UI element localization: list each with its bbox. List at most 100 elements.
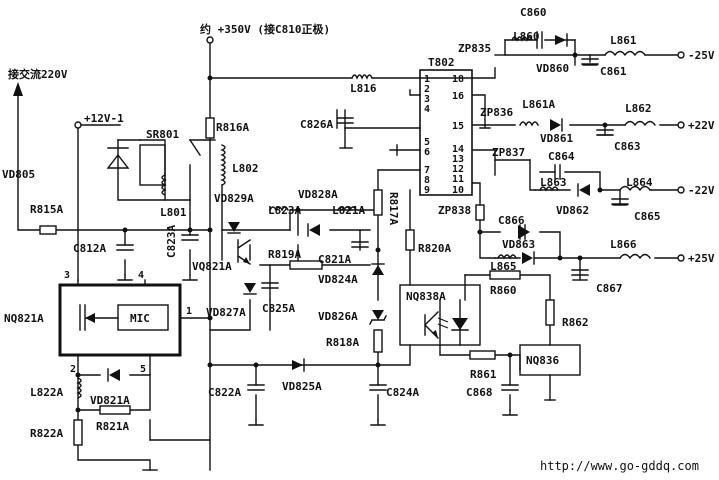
ic-pin-4: 4: [138, 270, 144, 281]
label-vd862: VD862: [556, 204, 589, 217]
ground-symbols: [117, 64, 628, 471]
label-l816: L816: [350, 82, 377, 95]
plus12-label: +12V-1: [84, 112, 124, 125]
ic-pin-1: 1: [186, 306, 192, 317]
ic-name-label: NQ821A: [4, 312, 44, 325]
inductors: [76, 36, 656, 399]
label-r820a: R820A: [418, 242, 451, 255]
t-pin-8: 8: [424, 175, 430, 186]
label-vd829a: VD829A: [214, 192, 254, 205]
label-c861: C861: [600, 65, 627, 78]
label-r815a: R815A: [30, 203, 63, 216]
label-vd863: VD863: [502, 238, 535, 251]
relay-sr801: [106, 144, 166, 186]
resistors: [39, 117, 555, 446]
ic-nq821a: MIC NQ821A 1 2 3 4 5: [4, 270, 192, 375]
ic-pin-3: 3: [64, 270, 70, 281]
label-r860: R860: [490, 284, 517, 297]
optocoupler-nq838a: NQ838A: [399, 284, 481, 346]
footer-url: http://www.go-gddq.com: [540, 459, 699, 473]
label-l863: L863: [540, 176, 567, 189]
output-plus22-label: +22V: [688, 119, 715, 132]
t-pin-10: 10: [452, 185, 464, 196]
label-l864: L864: [626, 176, 653, 189]
label-r822a: R822A: [30, 427, 63, 440]
label-r816a: R816A: [216, 121, 249, 134]
t-pin-6: 6: [424, 147, 430, 158]
t-pin-14: 14: [452, 144, 464, 155]
label-vd805: VD805: [2, 168, 35, 181]
label-l802: L802: [232, 162, 259, 175]
ic-pin-2: 2: [70, 364, 76, 375]
label-r817a: R817A: [387, 192, 400, 225]
label-vd825a: VD825A: [282, 380, 322, 393]
label-l865: L865: [490, 260, 517, 273]
label-vd824a: VD824A: [318, 273, 358, 286]
label-l860: L860: [513, 30, 540, 43]
label-l861a: L861A: [522, 98, 555, 111]
label-vq821a: VQ821A: [192, 260, 232, 273]
label-zp836: ZP836: [480, 106, 513, 119]
label-l801: L801: [160, 206, 187, 219]
label-r861: R861: [470, 368, 497, 381]
t-pin-1: 1: [424, 74, 430, 85]
label-l861: L861: [610, 34, 637, 47]
label-r862: R862: [562, 316, 589, 329]
label-l821a: L821A: [332, 204, 365, 217]
junctions: [75, 52, 608, 413]
transformer-t802: T802 1 2 3 4 5 6 7 8 9 18 16 15 14 13 12…: [419, 56, 473, 196]
output-minus25-label: -25V: [688, 49, 715, 62]
t-pin-12: 12: [452, 164, 464, 175]
transistor-vq821a: [237, 239, 251, 265]
label-zp838: ZP838: [438, 204, 471, 217]
label-r821a: R821A: [96, 420, 129, 433]
t-pin-7: 7: [424, 165, 430, 176]
t-pin-5: 5: [424, 137, 430, 148]
label-c860: C860: [520, 6, 547, 19]
ic-nq836: NQ836: [519, 344, 581, 376]
mains-label: 接交流220V: [8, 67, 68, 81]
label-vd860: VD860: [536, 62, 569, 75]
label-c866: C866: [498, 214, 525, 227]
label-c824a: C824A: [386, 386, 419, 399]
label-c822a: C822A: [208, 386, 241, 399]
label-r819a: R819A: [268, 248, 301, 261]
t-pin-13: 13: [452, 154, 464, 165]
label-zp835: ZP835: [458, 42, 491, 55]
label-l862: L862: [625, 102, 652, 115]
label-vd821a: VD821A: [90, 394, 130, 407]
label-c868: C868: [466, 386, 493, 399]
t-pin-15: 15: [452, 121, 464, 132]
label-c823a: C823A: [165, 225, 178, 258]
label-vd827a: VD827A: [206, 306, 246, 319]
output-terminals: [74, 36, 685, 262]
label-c812a: C812A: [73, 242, 106, 255]
component-labels: SR801 VD805 R815A C812A C823A L801 R816A…: [2, 6, 661, 440]
label-l823a: L823A: [268, 204, 301, 217]
opto-label: NQ838A: [406, 290, 446, 303]
t-pin-9: 9: [424, 185, 430, 196]
t-pin-11: 11: [452, 174, 464, 185]
ic-core-label: MIC: [130, 312, 150, 325]
t-pin-3: 3: [424, 94, 430, 105]
t-pin-2: 2: [424, 84, 430, 95]
label-c863: C863: [614, 140, 641, 153]
t-pin-4: 4: [424, 104, 430, 115]
label-l822a: L822A: [30, 386, 63, 399]
label-c867: C867: [596, 282, 623, 295]
output-labels: -25V +22V -22V +25V: [688, 49, 715, 265]
diodes: [107, 33, 590, 382]
label-c865: C865: [634, 210, 661, 223]
label-c826a: C826A: [300, 118, 333, 131]
t-pin-16: 16: [452, 91, 464, 102]
label-vd861: VD861: [540, 132, 573, 145]
header-labels: 约 +350V (接C810正极) 接交流220V +12V-1: [8, 22, 330, 125]
output-minus22-label: -22V: [688, 184, 715, 197]
transformer-label: T802: [428, 56, 455, 69]
label-c864: C864: [548, 150, 575, 163]
ctrl-label: NQ836: [526, 354, 559, 367]
ic-pin-5: 5: [140, 364, 146, 375]
output-plus25-label: +25V: [688, 252, 715, 265]
label-l866: L866: [610, 238, 637, 251]
